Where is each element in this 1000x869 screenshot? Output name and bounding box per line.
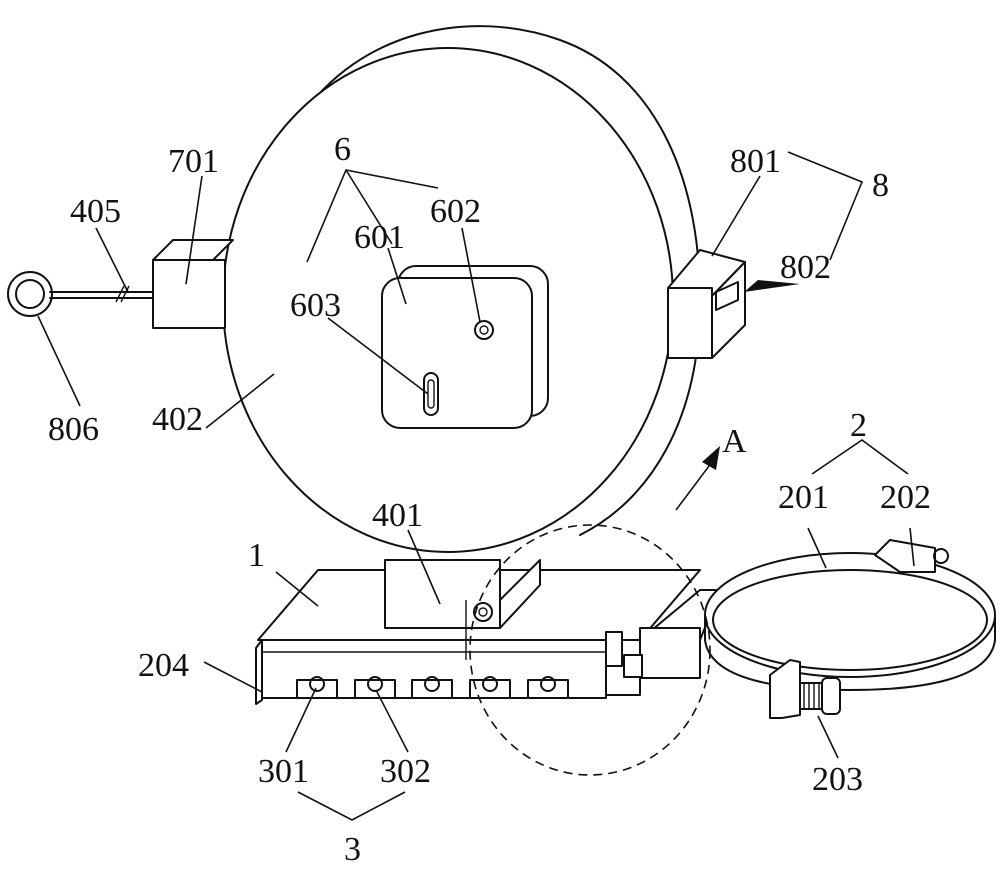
label-405: 405 (70, 193, 121, 230)
label-201: 201 (778, 479, 829, 516)
leader-2 (812, 440, 908, 474)
leader-3 (298, 792, 405, 820)
label-806: 806 (48, 411, 99, 448)
label-204: 204 (138, 647, 189, 684)
clamp-top-nut (934, 549, 948, 563)
label-1: 1 (248, 537, 265, 574)
clamp-ring-outer (705, 553, 995, 677)
label-802: 802 (780, 249, 831, 286)
label-601: 601 (354, 219, 405, 256)
label-401: 401 (372, 497, 423, 534)
clamp-screw-head (822, 678, 840, 714)
hole-block-3 (412, 677, 452, 698)
leader-203 (818, 716, 838, 758)
leader-302 (376, 690, 408, 752)
hole-block-2 (355, 677, 395, 698)
pull-ring-inner (16, 280, 44, 308)
leader-801 (712, 176, 760, 256)
leader-806 (38, 316, 80, 406)
bracket-nut (624, 655, 642, 677)
label-detail-a: A (722, 423, 747, 460)
label-203: 203 (812, 761, 863, 798)
detail-arrowhead (702, 446, 720, 470)
leader-405 (96, 228, 128, 292)
label-603: 603 (290, 287, 341, 324)
leader-8 (788, 152, 862, 260)
leader-204 (204, 662, 262, 692)
label-602: 602 (430, 193, 481, 230)
left-box (153, 260, 225, 328)
hole-block-5 (528, 677, 568, 698)
detail-arrow-shaft (676, 462, 712, 510)
label-3: 3 (344, 831, 361, 868)
label-2: 2 (850, 407, 867, 444)
hole-row (297, 677, 568, 698)
bracket-block (640, 628, 700, 678)
pull-ring-outer (8, 272, 52, 316)
square-plate-assembly (382, 266, 548, 428)
pipe-clamp (705, 540, 995, 718)
bracket-tab (606, 632, 622, 666)
hole-block-1 (297, 677, 337, 698)
label-8: 8 (872, 167, 889, 204)
right-box-front (668, 288, 712, 358)
label-6: 6 (334, 131, 351, 168)
label-701: 701 (168, 143, 219, 180)
label-402: 402 (152, 401, 203, 438)
left-box-assembly (8, 240, 233, 328)
label-801: 801 (730, 143, 781, 180)
label-202: 202 (880, 479, 931, 516)
base-left-tab (256, 640, 262, 704)
label-302: 302 (380, 753, 431, 790)
label-301: 301 (258, 753, 309, 790)
left-box-top (153, 240, 233, 260)
